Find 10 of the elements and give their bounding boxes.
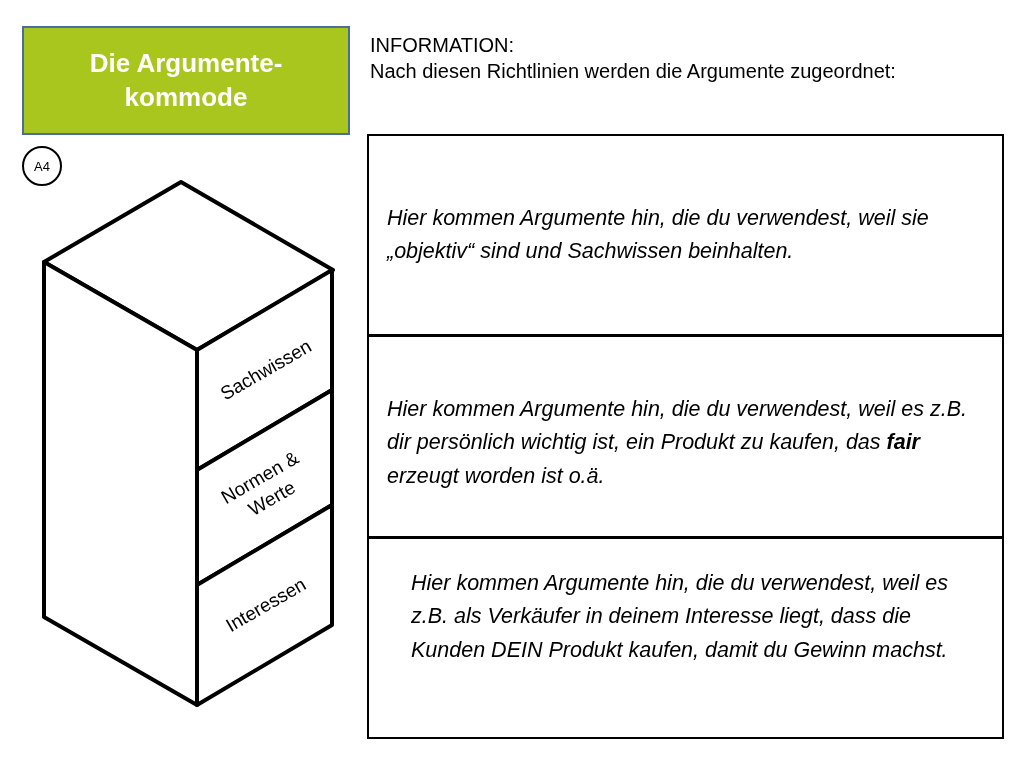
panel-text: Hier kommen Argumente hin, die du verwendest, weil es z.B. dir persönlich wichtig ist, ein Produkt zu kaufen, das fair erzeugt worden ist o.ä. (387, 396, 968, 490)
info-text: Nach diesen Richtlinien werden die Argumente zugeordnet: (370, 59, 897, 84)
title-banner: Die Argumente-kommode (22, 26, 350, 135)
panel-text: Hier kommen Argumente hin, die du verwendest, weil es z.B. als Verkäufer in deinem Interesse liegt, dass die Kunden DEIN Produkt kaufen, damit du Gewinn machst. (411, 570, 949, 664)
badge-circle: A4 (22, 146, 62, 186)
panel-text: Hier kommen Argumente hin, die du verwendest, weil sie „objektiv“ sind und Sachwissen beinhalten. (387, 205, 930, 266)
text-panel (367, 134, 1004, 336)
info-text: INFORMATION: (370, 33, 516, 58)
text-panel (367, 537, 1004, 739)
text-panel (367, 335, 1004, 538)
